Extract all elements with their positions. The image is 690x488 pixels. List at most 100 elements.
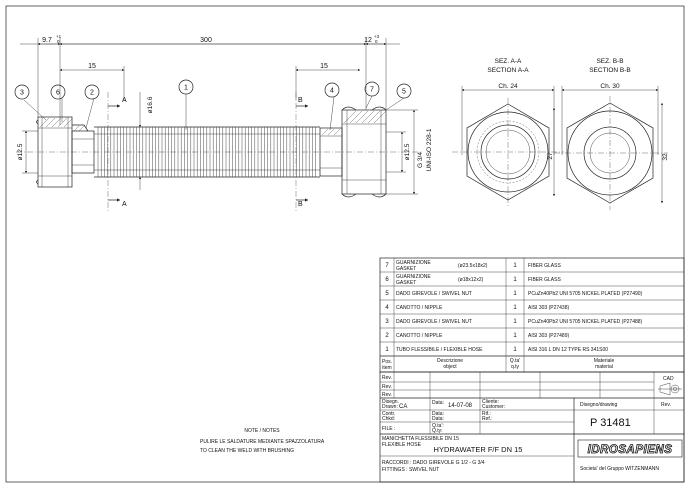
overall-dimensions [20,38,400,125]
notes-title: NOTE / NOTES [244,428,280,434]
main-title: HYDRAWATER F/F DN 15 [434,445,523,454]
svg-text:GUARNIZIONE: GUARNIZIONE [396,274,431,280]
assembly-view [16,38,422,212]
dim-right-tol-top: +3 [374,34,380,39]
rev-label-1: Rev. [382,375,392,381]
svg-text:Q.ta': Q.ta' [510,358,520,364]
balloon-5: 5 [396,83,412,99]
right-swivel-nut [341,106,387,198]
section-mark-b-bottom: B [298,201,303,208]
svg-text:Materiale: Materiale [594,358,615,364]
section-cut-lines [107,92,309,212]
balloon-3: 3 [14,84,30,100]
notes: NOTE / NOTES PULIRE LE SALDATURE MEDIANT… [200,428,325,454]
dim-left-diameter: ø12.5 [17,143,24,160]
svg-text:CANOTTO / NIPPLE: CANOTTO / NIPPLE [396,333,443,339]
checked-label-it: Contr. [382,411,395,417]
svg-text:q.ty: q.ty [511,364,520,370]
description-line-2: FLEXIBLE HOSE [382,442,422,448]
balloon-4: 4 [324,82,340,98]
svg-text:5: 5 [385,291,389,297]
date-label-3: Data: [432,416,444,422]
date-value: 14-07-08 [448,403,473,409]
fittings-line-en: FITTINGS : SWIVEL NUT [382,467,439,473]
svg-text:PCuZn40Pb2 UNI 5705 NICKEL P: PCuZn40Pb2 UNI 5705 NICKEL PLATED (P2749… [528,291,643,297]
section-a-view: SEZ. A-A SECTION A-A Ch. 24 27 [452,58,564,206]
svg-text:PCuZn40Pb2 UNI 5705 NICKEL P: PCuZn40Pb2 UNI 5705 NICKEL PLATED (P2748… [528,319,643,325]
svg-text:6: 6 [56,90,60,97]
balloon-leaders [23,94,405,131]
corrugated-hose [94,126,320,178]
svg-text:6: 6 [385,277,389,283]
svg-text:GASKET: GASKET [396,280,416,286]
svg-text:AISI 303 (P27489): AISI 303 (P27489) [528,333,569,339]
customer-label-it: Cliente: [482,399,499,405]
company-logo: IDROSAPIENS [577,439,683,458]
drawn-label-it: Disegn. [382,399,399,405]
company-logo-text: IDROSAPIENS [588,444,673,456]
svg-text:1: 1 [385,347,389,353]
svg-text:object: object [443,364,457,370]
drawing-number: P 31481 [590,417,631,429]
rif-label: Rif.: [482,411,491,417]
title-block [379,371,685,483]
bom-row-1: 1 TUBO FLESSIBILE / FLEXIBLE HOSE 1 AISI… [385,347,608,353]
bom-header: Pos. item Descrizione object Q.ta' q.ty … [382,358,615,371]
section-b-view: SEZ. B-B SECTION B-B Ch. 30 32 [554,58,669,210]
balloon-6: 6 [50,84,66,100]
svg-text:SEZ. A-A: SEZ. A-A [495,58,522,65]
dim-thread-g: G 3/4 [417,152,424,168]
svg-text:Pos.: Pos. [382,359,392,365]
svg-text:TUBO FLESSIBILE / FLEXIBLE HOS: TUBO FLESSIBILE / FLEXIBLE HOSE [396,347,483,353]
svg-text:2: 2 [90,90,94,97]
left-swivel-nut [36,116,73,188]
svg-text:4: 4 [385,305,389,311]
svg-text:GUARNIZIONE: GUARNIZIONE [396,260,431,266]
svg-text:FIBER GLASS: FIBER GLASS [528,277,561,283]
fittings-line-it: RACCORDI : DADO GIREVOLE G 1/2 - G 3/4 [382,460,485,466]
file-label: FILE : [382,426,395,432]
dim-overall: 300 [200,37,212,44]
drawing-label: Disegno/drawing [580,402,617,408]
date-label-2: Data: [432,411,444,417]
bom-row-5: 5 DADO GIREVOLE / SWIVEL NUT 1 PCuZn40Pb… [385,291,642,297]
dim-right-15: 15 [320,63,328,70]
svg-text:1: 1 [513,319,517,325]
section-mark-a-bottom: A [122,201,127,208]
svg-text:CANOTTO / NIPPLE: CANOTTO / NIPPLE [396,305,443,311]
description-line-1: MANICHETTA FLESSIBILE DN 15 [382,436,459,442]
rev-label-2: Rev. [382,384,392,390]
rev-label-3: Rev. [382,392,392,398]
dim-left-15: 15 [88,63,96,70]
drawn-by: CA [399,404,407,410]
dim-right-tol-bot: 0 [375,39,378,44]
svg-text:material: material [595,364,613,370]
bom-row-4: 4 CANOTTO / NIPPLE 1 AISI 303 (P27438) [385,305,569,311]
dim-left-tol-top: +1 [56,34,62,39]
dim-right-offset: 12 [364,37,372,44]
sheet-border [5,5,685,483]
bom-row-6: 6 GUARNIZIONE GASKET (ø18x12x2) 1 FIBER … [385,274,561,286]
cad-label: CAD [663,376,674,382]
svg-text:5: 5 [402,89,406,96]
ref-label: Ref.: [482,416,493,422]
svg-text:DADO GIREVOLE / SWIVEL NUT: DADO GIREVOLE / SWIVEL NUT [396,291,472,297]
qty-label-it: Q.ta': [432,423,444,429]
svg-text:4: 4 [330,88,334,95]
bill-of-materials [379,257,685,373]
customer-label-en: Customer: [482,404,505,410]
svg-text:AISI 303 (P27438): AISI 303 (P27438) [528,305,569,311]
svg-text:3: 3 [20,90,24,97]
svg-text:Ch. 24: Ch. 24 [498,83,518,90]
balloon-1: 1 [178,79,194,95]
drawn-label-en: Drawn: [382,404,398,410]
svg-text:DADO GIREVOLE / SWIVEL NUT: DADO GIREVOLE / SWIVEL NUT [396,319,472,325]
dim-left-tol-bot: 0 [57,39,60,44]
svg-text:7: 7 [385,263,389,269]
svg-text:2: 2 [385,333,389,339]
svg-text:SEZ. B-B: SEZ. B-B [596,58,623,65]
svg-text:1: 1 [513,347,517,353]
balloon-2: 2 [84,84,100,100]
svg-text:3: 3 [385,319,389,325]
